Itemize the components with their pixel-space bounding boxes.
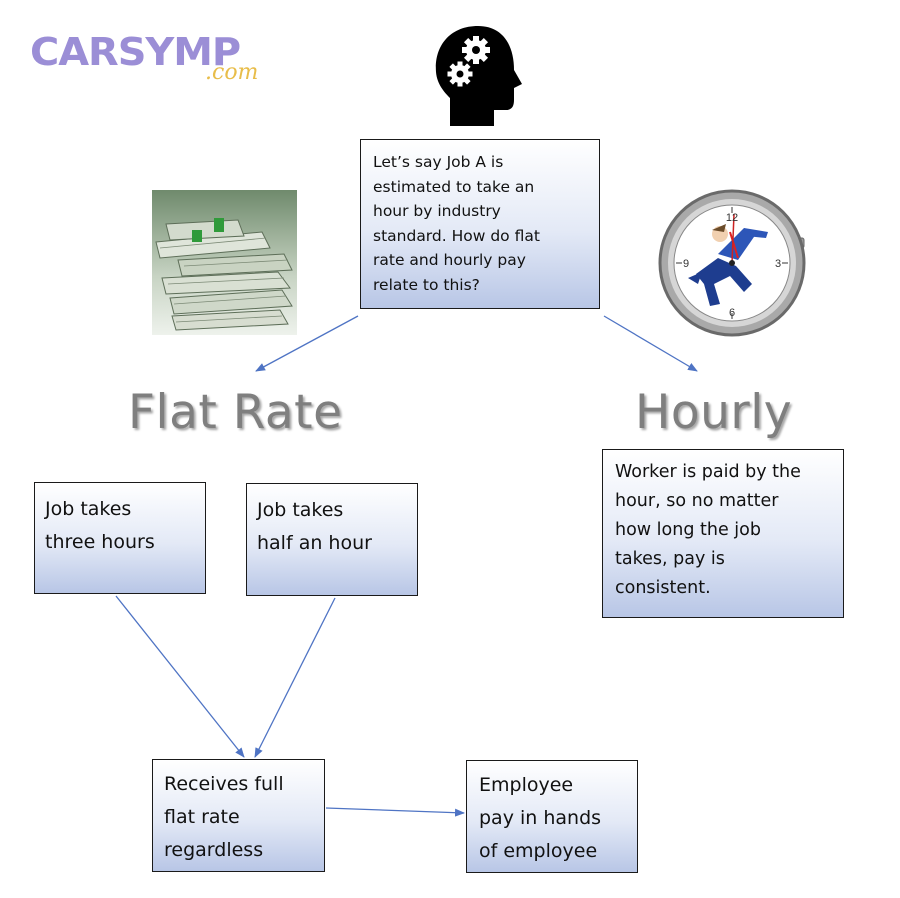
clock-number-9: 9 [683,258,689,270]
logo-text: CARSYMP [30,30,241,74]
half-hour-box: Job takes half an hour [246,483,418,596]
hourly-description-text: Worker is paid by the hour, so no matter… [615,462,801,598]
arrow-to-flat-rate [255,315,359,372]
clock-number-12: 12 [726,212,738,224]
logo-domain: .com [205,60,259,85]
carsymp-logo: CARSYMP .com [30,30,280,90]
three-hours-box: Job takes three hours [34,482,206,594]
arrow-to-hourly [603,315,698,372]
hourly-description-box: Worker is paid by the hour, so no matter… [602,449,844,618]
head-gears-icon [435,26,522,126]
full-rate-box: Receives full flat rate regardless [152,759,325,872]
stopwatch-runner-icon: 12 3 6 9 [658,189,806,337]
arrow-three-hours-to-full-rate [115,595,245,758]
employee-pay-text: Employee pay in hands of employee [479,774,602,862]
hourly-heading: Hourly [635,385,793,440]
half-hour-text: Job takes half an hour [257,499,372,554]
employee-pay-box: Employee pay in hands of employee [466,760,638,873]
question-text: Let’s say Job A is estimated to take an … [373,153,540,294]
money-stack-icon [152,190,297,335]
clock-number-3: 3 [775,258,781,270]
question-box: Let’s say Job A is estimated to take an … [360,139,600,309]
three-hours-text: Job takes three hours [45,498,155,553]
arrow-full-rate-to-employee-pay [325,807,465,817]
clock-number-6: 6 [729,307,735,319]
flat-rate-heading: Flat Rate [128,385,343,440]
arrow-half-hour-to-full-rate [254,597,336,758]
full-rate-text: Receives full flat rate regardless [164,773,284,861]
